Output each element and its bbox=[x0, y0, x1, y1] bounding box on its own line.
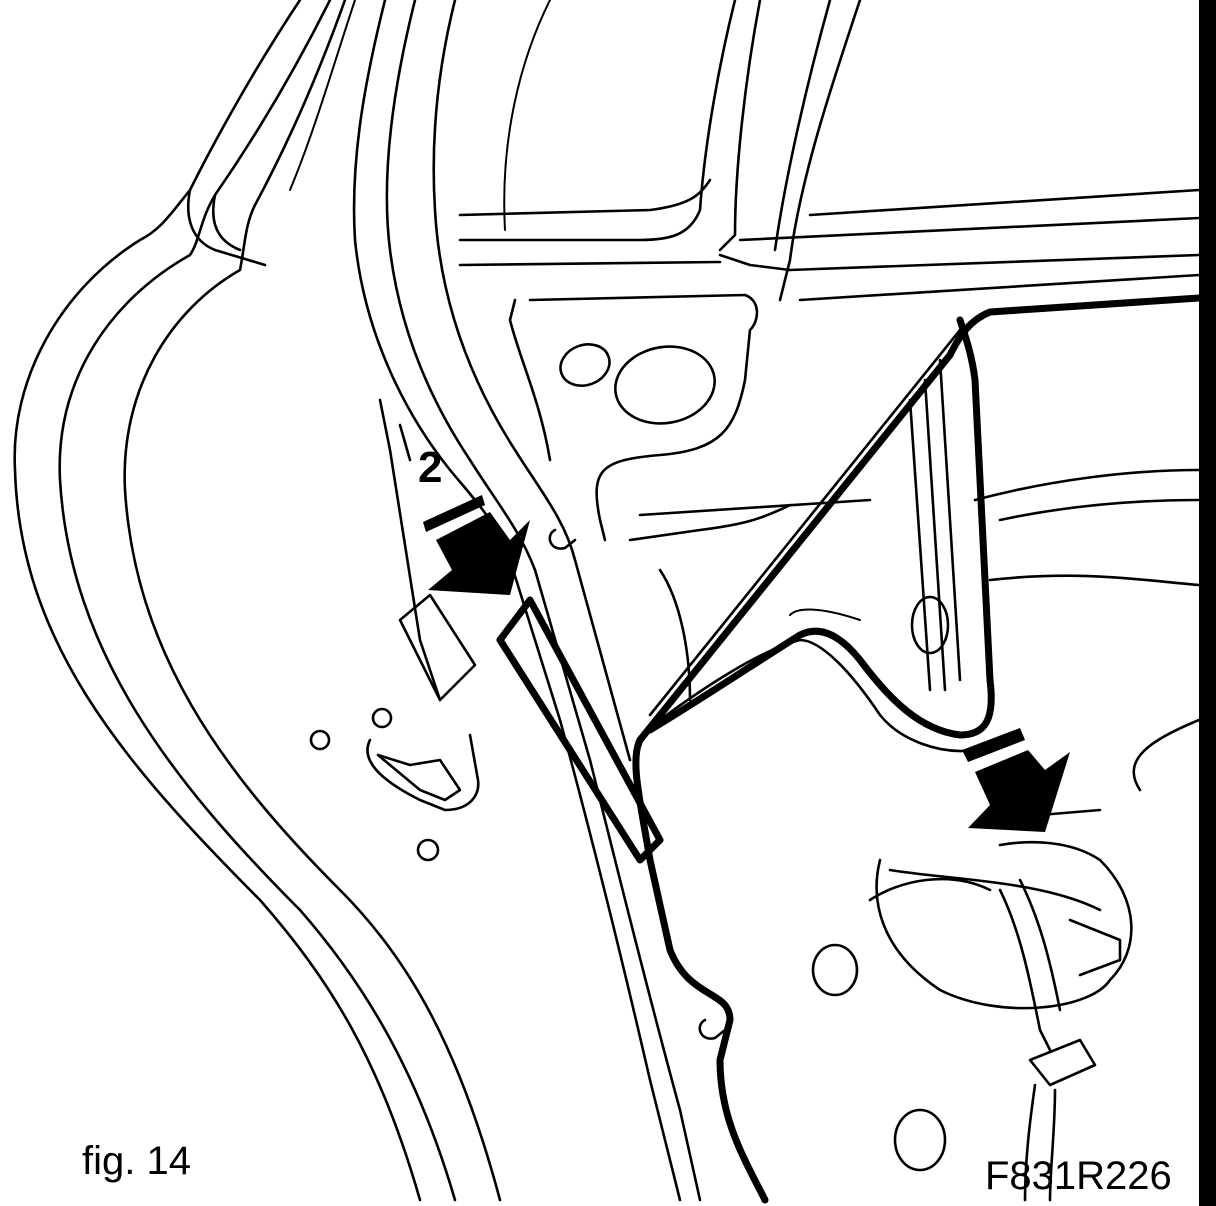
reference-code: F831R226 bbox=[985, 1154, 1172, 1198]
figure-caption: fig. 14 bbox=[82, 1139, 191, 1183]
door-pillar bbox=[352, 0, 702, 1202]
window-frame bbox=[458, 0, 1201, 302]
right-edge-border bbox=[1199, 0, 1216, 1206]
panel-holes bbox=[309, 343, 950, 1172]
wiring-harness bbox=[868, 808, 1133, 1202]
door-outer-frame bbox=[13, 0, 502, 1202]
arrow-right bbox=[962, 728, 1070, 832]
door-latch bbox=[366, 398, 480, 812]
door-seal bbox=[632, 294, 1203, 1204]
bracket-opening bbox=[496, 596, 664, 864]
callout-arrow-2 bbox=[398, 423, 530, 595]
callout-number: 2 bbox=[418, 443, 442, 492]
inner-door-panel bbox=[508, 293, 1201, 792]
